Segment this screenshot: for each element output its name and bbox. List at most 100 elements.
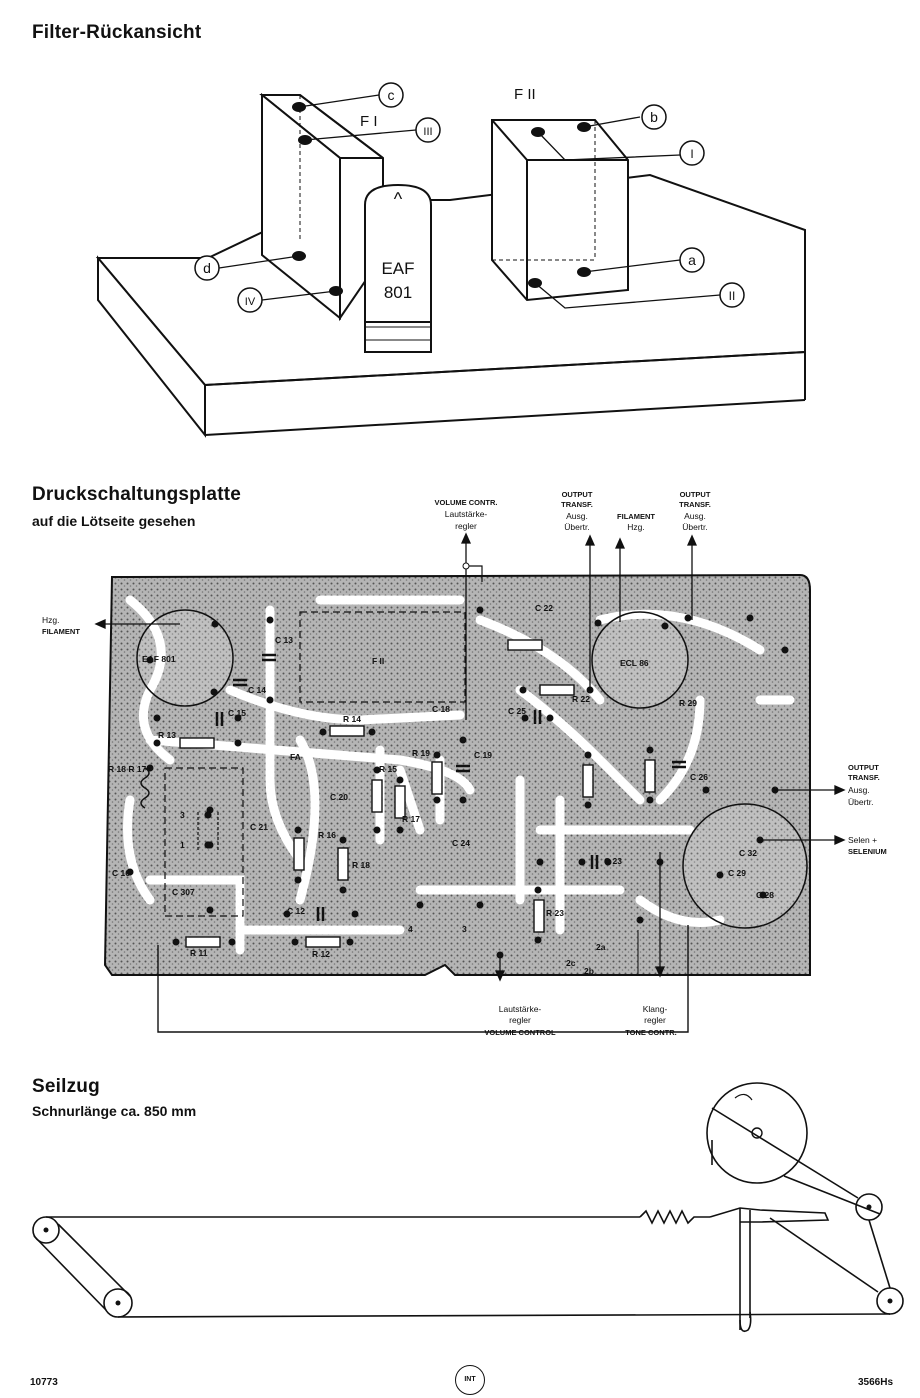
footer-logo: INT (455, 1365, 485, 1395)
filament-left-label: FILAMENT (42, 627, 80, 636)
output-transf-1-label-4: Übertr. (564, 522, 590, 532)
designator-c28: C 28 (756, 890, 774, 900)
c32-capacitor-outline (682, 803, 808, 929)
designator-c15: C 15 (228, 708, 246, 718)
fi-outline (164, 767, 244, 917)
selen-right-label-1: Selen + (848, 835, 877, 845)
designator-r16: R 16 (318, 830, 336, 840)
designator-eaf801: EAF 801 (142, 654, 176, 664)
resistor-r16 (293, 837, 305, 871)
point-i-label: I (690, 147, 693, 161)
designator-r23: R 23 (546, 908, 564, 918)
designator-c16: C 16 (112, 868, 130, 878)
tone-control-bottom-label-2: regler (644, 1015, 666, 1025)
resistor-r-right (644, 759, 656, 793)
resistor-r19 (431, 761, 443, 795)
dial-cord-diagram (32, 1082, 904, 1333)
selen-right-label-2: SELENIUM (848, 847, 887, 856)
tube-number-label: 801 (384, 283, 412, 302)
designator-c19: C 19 (474, 750, 492, 760)
resistor-r-mid (582, 764, 594, 798)
point-ii-marker (719, 282, 745, 308)
designator-ecl86: ECL 86 (620, 658, 649, 668)
point-i-marker (679, 140, 705, 166)
designator-r13: R 13 (158, 730, 176, 740)
point-c-marker (378, 82, 404, 108)
point-a-marker (679, 247, 705, 273)
footer-logo-text: INT (464, 1376, 476, 1383)
resistor-r17 (394, 785, 406, 819)
designator-c29: C 29 (728, 868, 746, 878)
volume-contr-top-label-1: VOLUME CONTR. (435, 498, 498, 507)
filament-top-label-2: Hzg. (627, 522, 644, 532)
point-d-marker (194, 255, 220, 281)
tuning-drum (706, 1082, 808, 1184)
pot-pin-2b: 2b (584, 966, 594, 976)
output-transf-right-label-1: OUTPUT (848, 763, 879, 772)
section3-title: Seilzug (32, 1076, 100, 1097)
designator-r19: R 19 (412, 748, 430, 758)
point-b-label: b (650, 109, 658, 125)
fi-pin-1: 1 (180, 840, 185, 850)
designator-c32: C 32 (739, 848, 757, 858)
designator-c26: C 26 (690, 772, 708, 782)
filter-fi-label: F I (360, 113, 378, 130)
pot-pin-3: 3 (462, 924, 467, 934)
hzg-left-label: Hzg. (42, 615, 59, 625)
section2-subtitle: auf die Lötseite gesehen (32, 513, 196, 529)
designator-c20: C 20 (330, 792, 348, 802)
resistor-r14 (329, 725, 365, 737)
designator-r17: R 17 (402, 814, 420, 824)
output-transf-1-label-2: TRANSF. (561, 500, 593, 509)
output-transf-2-label-4: Übertr. (682, 522, 708, 532)
designator-c22: C 22 (535, 603, 553, 613)
coil-r18-r17 (140, 767, 150, 809)
designator-c25: C 25 (508, 706, 526, 716)
volume-contr-top-label-3: regler (455, 521, 477, 531)
pot-pin-2c: 2c (566, 958, 576, 968)
point-iv-label: IV (245, 296, 256, 308)
output-transf-2-label-1: OUTPUT (680, 490, 711, 499)
designator-r11: R 11 (190, 948, 208, 958)
designator-c23: C 23 (604, 856, 622, 866)
resistor-r22 (539, 684, 575, 696)
footer-left-code: 10773 (30, 1377, 58, 1388)
volume-control-bottom-label-2: regler (509, 1015, 531, 1025)
filament-top-label-1: FILAMENT (617, 512, 655, 521)
resistor-r15 (371, 779, 383, 813)
footer-right-code: 3566Hs (858, 1377, 894, 1388)
point-iii-marker (415, 117, 441, 143)
designator-c21: C 21 (250, 822, 268, 832)
pot-pin-4: 4 (408, 924, 413, 934)
designator-fa: FA (290, 752, 301, 762)
point-iii-label: III (423, 126, 432, 138)
output-transf-right-label-3: Ausg. (848, 785, 870, 795)
section2-title: Druckschaltungsplatte (32, 484, 242, 505)
pot-pin-2a: 2a (596, 942, 606, 952)
section3-subtitle: Schnurlänge ca. 850 mm (32, 1103, 197, 1119)
output-transf-right-label-2: TRANSF. (848, 773, 880, 782)
filter-fii-label: F II (514, 86, 536, 103)
point-ii-label: II (729, 289, 736, 303)
volume-control-bottom-label-3: VOLUME CONTROL (484, 1028, 556, 1037)
resistor-top (507, 639, 543, 651)
pcb-diagram: VOLUME CONTR. Lautstärke- regler OUTPUT … (42, 490, 887, 1037)
output-transf-2-label-3: Ausg. (684, 511, 706, 521)
point-iv-marker (237, 287, 263, 313)
ecl86-socket (591, 611, 689, 709)
tube-type-label: EAF (381, 259, 414, 278)
volume-control-bottom-label-1: Lautstärke- (499, 1004, 542, 1014)
section1-title: Filter-Rückansicht (32, 22, 202, 43)
resistor-r13-left (179, 737, 215, 749)
output-transf-2-label-2: TRANSF. (679, 500, 711, 509)
fii-outline (299, 611, 466, 703)
designator-c12: C 12 (287, 906, 305, 916)
point-b-marker (641, 104, 667, 130)
designator-r18-r17: R 18 R 17 (108, 764, 147, 774)
tone-control-bottom-label-1: Klang- (643, 1004, 668, 1014)
designator-c24: C 24 (452, 838, 470, 848)
tone-control-bottom-label-3: TONE CONTR. (625, 1028, 677, 1037)
designator-c18: C 18 (432, 704, 450, 714)
designator-r15: R 15 (379, 764, 397, 774)
point-d-label: d (203, 260, 211, 276)
